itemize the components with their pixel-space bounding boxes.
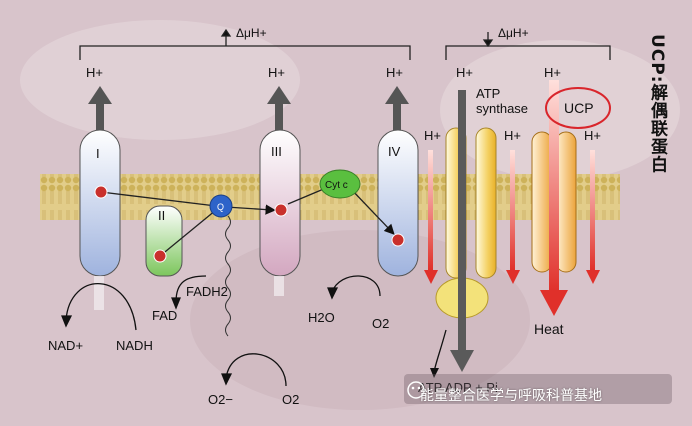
ucp-label: UCP <box>564 100 594 116</box>
electron-carrier <box>274 203 288 217</box>
coenzyme-q-label: Q <box>217 202 224 212</box>
coenzyme-q <box>209 194 233 218</box>
superoxide-label: O2− <box>208 392 233 407</box>
complex-iv <box>377 129 419 277</box>
complex-ii-label: II <box>158 208 165 223</box>
proton-leak-arrow <box>506 150 520 284</box>
proton-pump-arrow <box>267 86 291 130</box>
proton-pump-arrow <box>385 86 409 130</box>
h-plus-label: H+ <box>268 65 285 80</box>
heat-arrow <box>540 80 568 316</box>
delta-mu-right-label: ΔμH+ <box>498 26 529 40</box>
atp-synthase-proton-arrow <box>450 90 474 372</box>
fadh2-label: FADH2 <box>186 284 228 299</box>
atp-synthase-label: ATP synthase <box>476 86 528 116</box>
electron-carrier <box>94 185 108 199</box>
h-plus-label: H+ <box>86 65 103 80</box>
superoxide-arrow <box>225 353 287 387</box>
atp-synthase-right-stalk <box>475 127 497 279</box>
electron-carrier <box>391 233 405 247</box>
proton-gradient-bracket-left <box>79 28 411 60</box>
o2-label: O2 <box>372 316 389 331</box>
h-plus-label: H+ <box>504 128 521 143</box>
atp-adp-label: ATP ADP + Pi <box>418 380 498 395</box>
cytochrome-c <box>319 169 361 199</box>
h-plus-label: H+ <box>424 128 441 143</box>
fad-label: FAD <box>152 308 177 323</box>
delta-mu-left-label: ΔμH+ <box>236 26 267 40</box>
complex-iii-label: III <box>271 144 282 159</box>
complex-i-label: I <box>96 146 100 161</box>
complex-iv-label: IV <box>388 144 401 159</box>
proton-leak-arrow <box>424 150 438 284</box>
nadh-arrow <box>65 283 137 331</box>
ucp-highlight-circle <box>545 87 611 129</box>
watermark-text: 能量整合医学与呼吸科普基地 <box>420 388 602 404</box>
water-arrow <box>331 275 381 297</box>
ucp-side-title: UCP:解偶联蛋白 <box>647 34 667 174</box>
electron-carrier <box>153 249 167 263</box>
h-plus-label: H+ <box>584 128 601 143</box>
wechat-icon <box>407 381 425 399</box>
cytc-label: Cyt c <box>325 180 348 191</box>
h2o-label: H2O <box>308 310 335 325</box>
proton-gradient-bracket-right <box>445 32 611 60</box>
o2-bottom-label: O2 <box>282 392 299 407</box>
heat-label: Heat <box>534 321 564 337</box>
complex-i <box>79 129 121 277</box>
nadh-label: NADH <box>116 338 153 353</box>
proton-pump-arrow <box>88 86 112 130</box>
h-plus-label: H+ <box>456 65 473 80</box>
h-plus-label: H+ <box>544 65 561 80</box>
nad-plus-label: NAD+ <box>48 338 83 353</box>
h-plus-label: H+ <box>386 65 403 80</box>
proton-leak-arrow <box>586 150 600 284</box>
superoxide-leak-path <box>225 215 231 337</box>
electron-path <box>100 187 395 257</box>
